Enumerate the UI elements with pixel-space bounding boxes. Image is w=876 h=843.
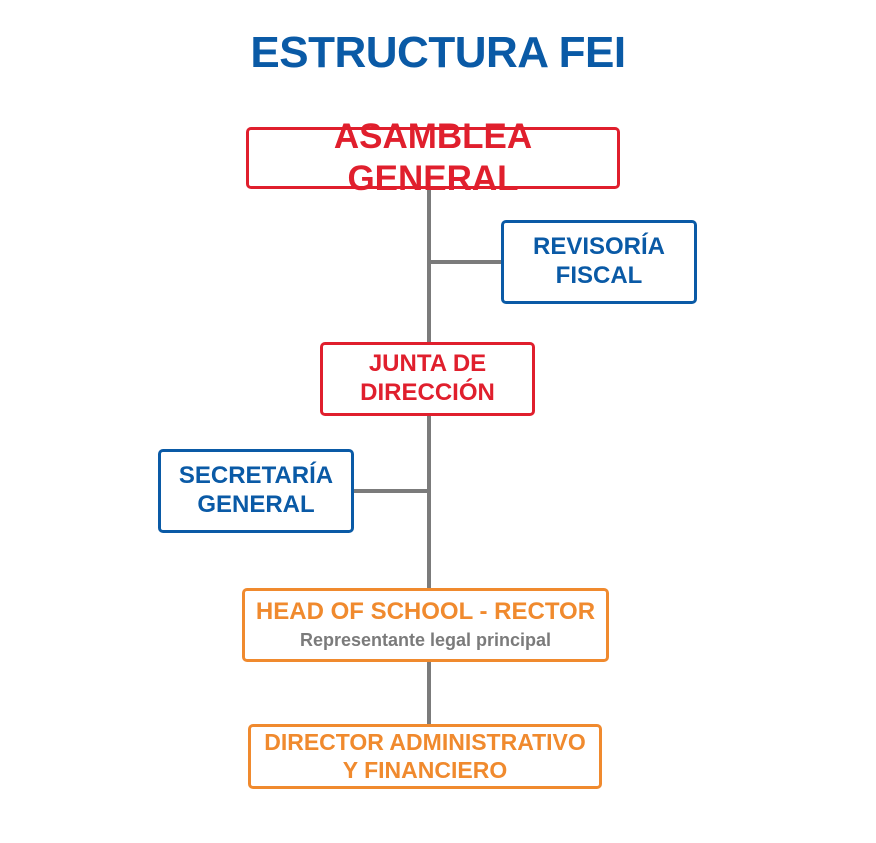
node-label-line2: DIRECCIÓN [360, 379, 495, 406]
node-asamblea-general: ASAMBLEA GENERAL [246, 117, 620, 198]
node-label: ASAMBLEA GENERAL [333, 117, 533, 198]
node-label-line2: Y FINANCIERO [342, 756, 508, 783]
node-director-administrativo: DIRECTOR ADMINISTRATIVO Y FINANCIERO [248, 724, 602, 789]
connector-revisoria [429, 260, 503, 264]
node-head-of-school: HEAD OF SCHOOL - RECTOR Representante le… [242, 588, 609, 662]
node-label-line2: FISCAL [555, 262, 643, 289]
node-label-line2: GENERAL [197, 491, 315, 518]
page-title: ESTRUCTURA FEI [250, 28, 626, 77]
node-junta-direccion: JUNTA DE DIRECCIÓN [320, 342, 535, 416]
connector-secretaria [352, 489, 429, 493]
node-secretaria-general: SECRETARÍA GENERAL [158, 449, 354, 533]
node-label-line1: SECRETARÍA [178, 462, 334, 490]
connector-trunk [427, 188, 431, 728]
node-revisoria-fiscal: REVISORÍA FISCAL [501, 220, 697, 304]
node-label: HEAD OF SCHOOL - RECTOR [255, 598, 596, 626]
node-label-line1: DIRECTOR ADMINISTRATIVO [264, 728, 586, 755]
node-label-line1: JUNTA DE [368, 350, 487, 378]
node-subtitle: Representante legal principal [299, 630, 552, 651]
node-label-line1: REVISORÍA [532, 233, 666, 261]
